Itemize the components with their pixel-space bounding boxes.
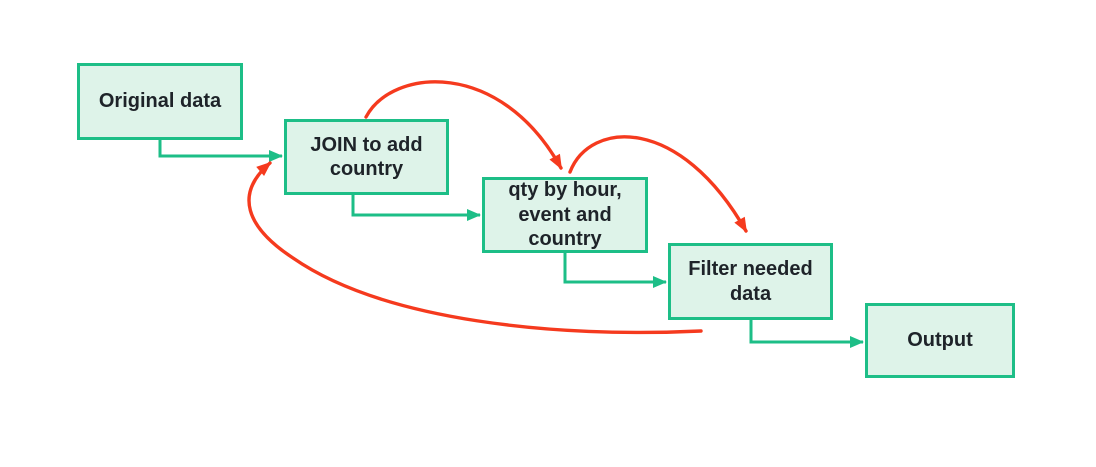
- node-join-to-add-country-label: JOIN to add country: [310, 133, 423, 180]
- node-output: Output: [865, 303, 1015, 378]
- node-original-data-label: Original data: [98, 90, 222, 113]
- node-filter-needed-data: Filter needed data: [668, 243, 833, 320]
- edge-red-qty-to-filter: [568, 135, 748, 233]
- edge-filter-to-output: [749, 320, 864, 348]
- node-original-data: Original data: [77, 63, 243, 140]
- node-qty-by-hour-event-and-country: qty by hour, event and country: [482, 177, 648, 253]
- node-qty-by-hour-event-and-country-label: qty by hour, event and country: [508, 179, 622, 251]
- node-join-to-add-country: JOIN to add country: [284, 119, 449, 195]
- edge-red-join-to-qty: [364, 80, 563, 170]
- edge-join-to-qty: [351, 195, 481, 221]
- edge-original-to-join: [158, 139, 283, 162]
- node-filter-needed-data-label: Filter needed data: [688, 258, 813, 305]
- node-output-label: Output: [907, 329, 973, 352]
- edge-qty-to-filter: [563, 253, 667, 288]
- edge-red-filter-back-to-join: [247, 161, 703, 335]
